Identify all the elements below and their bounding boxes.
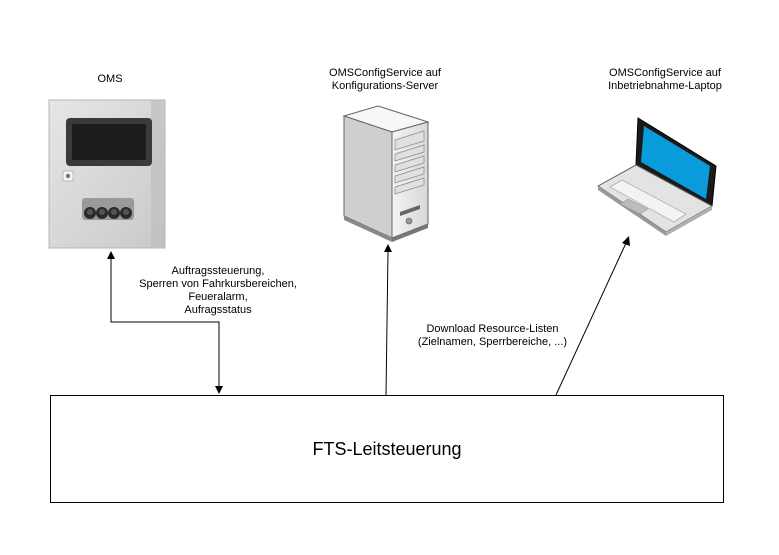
oms-link-label: Auftragssteuerung, Sperren von Fahrkursb… xyxy=(139,265,297,316)
laptop-touchpad xyxy=(619,198,649,215)
download-label: Download Resource-Listen (Zielnamen, Spe… xyxy=(417,323,568,348)
laptop-keyboard xyxy=(609,179,687,223)
oms-button-strip xyxy=(82,198,134,220)
config-server-title: OMSConfigService auf Konfigurations-Serv… xyxy=(329,67,441,92)
oms-display-bezel xyxy=(66,118,152,166)
fts-leitsteuerung-label: FTS-Leitsteuerung xyxy=(312,438,462,459)
arrowhead-up-server xyxy=(384,244,392,252)
server-tower-icon[interactable] xyxy=(342,105,430,242)
arrowhead-up-oms xyxy=(107,251,115,259)
arrowhead-down-main xyxy=(215,386,223,394)
config-laptop-title: OMSConfigService auf Inbetriebnahme-Lapt… xyxy=(608,67,722,92)
laptop-icon[interactable] xyxy=(597,117,717,236)
fts-leitsteuerung-box[interactable]: FTS-Leitsteuerung xyxy=(50,395,724,503)
oms-display-screen xyxy=(72,124,146,160)
oms-key-switch xyxy=(62,170,74,182)
arrowhead-up-laptop xyxy=(622,236,630,246)
connector-main-laptop xyxy=(555,242,627,396)
laptop-screen xyxy=(641,126,710,199)
connector-main-server xyxy=(385,250,389,396)
oms-title: OMS xyxy=(97,73,123,85)
oms-panel-image[interactable] xyxy=(48,99,166,249)
